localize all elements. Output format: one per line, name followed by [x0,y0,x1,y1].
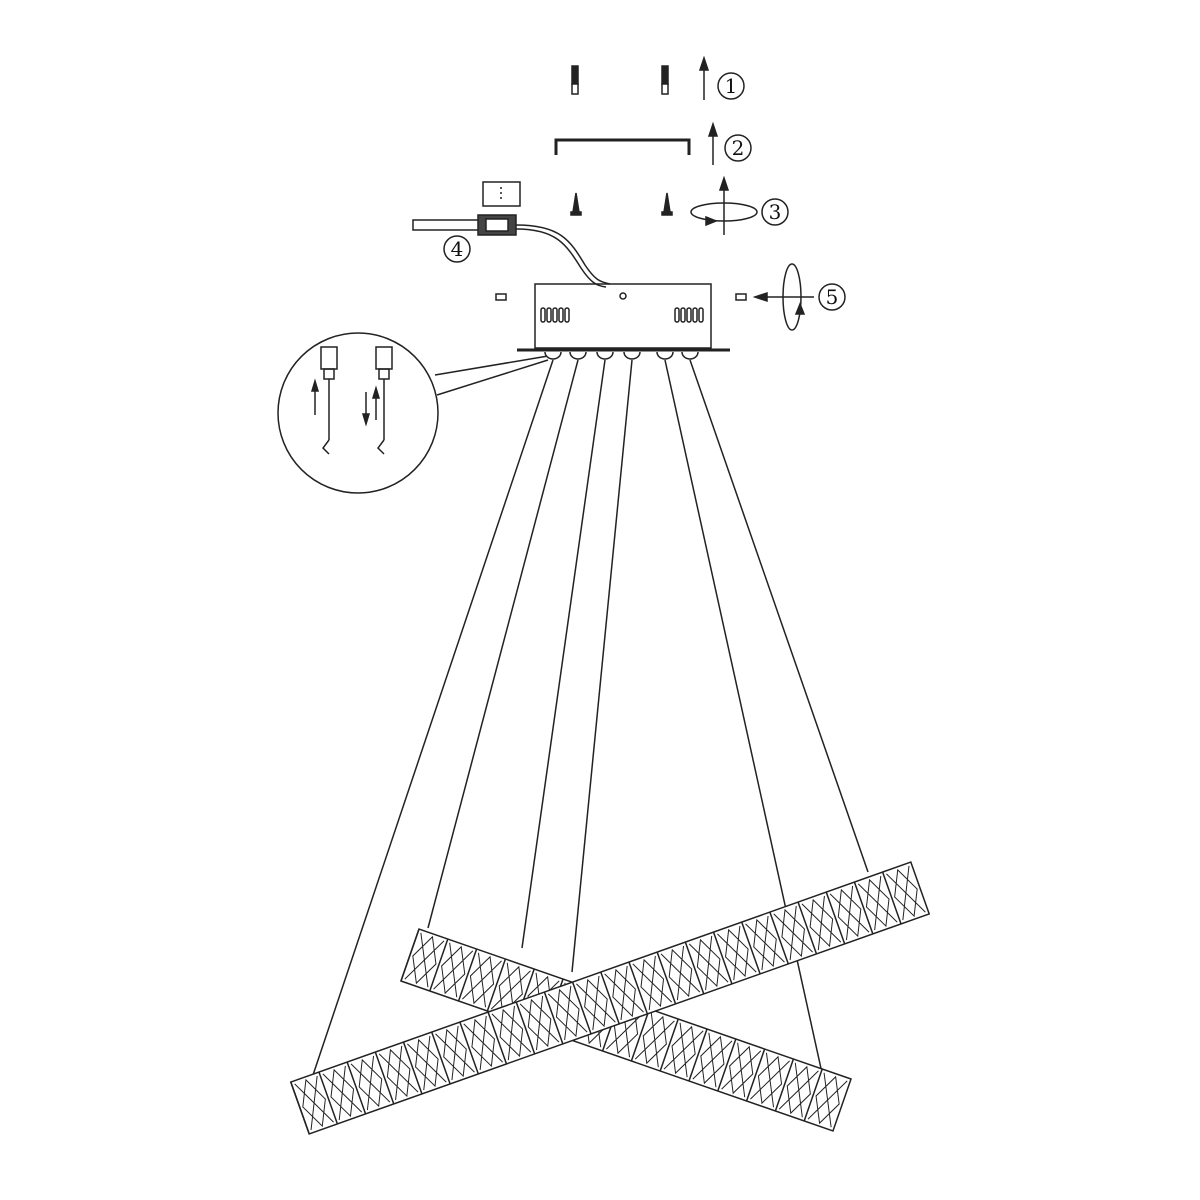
crystal-cell [402,1035,447,1095]
crystal-cell [487,1005,532,1065]
crystal-cell [659,1018,704,1078]
crystal-cell [825,885,870,945]
cable-gripper [544,351,562,360]
cable [689,359,869,873]
step-2-label: 2 [732,136,745,160]
crystal-cell [774,1058,819,1118]
suspension-cables [311,351,869,1079]
mounting-bracket [554,138,691,155]
crystal-cell [571,975,616,1035]
wall-anchor-icon [571,65,669,95]
crystal-cell [881,865,926,925]
step-5-circle [818,283,846,311]
crystal-cell [630,1008,675,1068]
crystal-cell [684,935,729,995]
cable-gripper [681,351,699,360]
canopy [495,283,747,352]
crystal-cell [688,1028,733,1088]
crystal-cell [318,1065,363,1125]
crystal-cell [712,925,757,985]
crystal-cell [745,1048,790,1108]
crystal-cell [717,1038,762,1098]
crystal-cell [628,955,673,1015]
crystal-cell [741,915,785,975]
rotate-arrow-icon [752,263,814,331]
step-3-label: 3 [769,200,782,224]
arrow-up-icon [698,55,710,100]
rotate-arrow-icon [690,175,758,235]
crystal-cell [374,1045,419,1105]
cable-gripper [656,351,674,360]
cable-gripper [623,351,641,360]
cable [427,359,579,929]
crystal-cell [543,985,588,1045]
step-2-circle [724,134,752,162]
step-5-label: 5 [826,285,839,309]
screw-icon [570,192,673,216]
crystal-cell [431,1025,475,1085]
crystal-cell [459,1015,503,1075]
crystal-cell [290,1075,334,1135]
terminal-block [412,181,611,288]
cable-gripper [569,351,587,360]
arrow-up-icon [707,121,719,165]
crystal-cell [803,1068,848,1128]
step-1-label: 1 [725,74,738,98]
crystal-cell [797,895,842,955]
crystal-cell [853,875,898,935]
cable [521,359,606,949]
crystal-cell [346,1055,391,1115]
crystal-cell [769,905,813,965]
crystal-bar-lower [289,861,931,1135]
crystal-cell [600,965,644,1025]
step-1-circle [717,72,745,100]
step-3-circle [761,198,789,226]
crystal-cell [400,928,445,988]
cable-gripper-detail [277,332,549,494]
crystal-cell [656,945,701,1005]
step-4-circle [443,235,471,263]
cable-gripper [596,351,614,360]
cable [311,359,554,1079]
crystal-cell [457,948,502,1008]
crystal-cell [429,938,474,998]
crystal-cell [515,995,560,1055]
cable [571,359,633,973]
step-4-label: 4 [451,237,464,261]
